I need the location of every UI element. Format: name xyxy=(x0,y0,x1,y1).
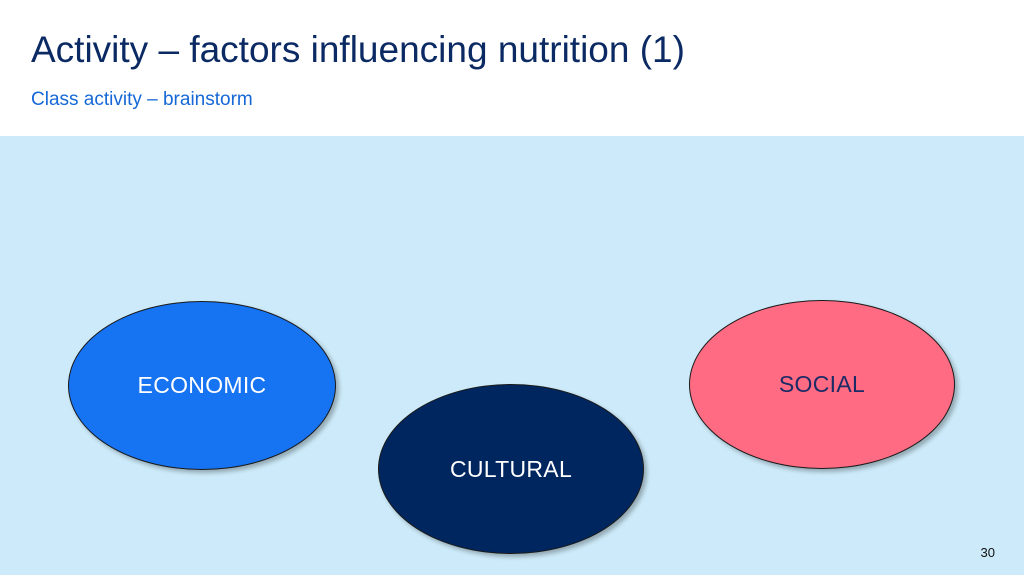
cultural-label: CULTURAL xyxy=(449,455,573,482)
cultural-oval: CULTURAL xyxy=(378,384,644,554)
slide-title: Activity – factors influencing nutrition… xyxy=(31,29,685,70)
economic-oval: ECONOMIC xyxy=(68,301,336,470)
page-number: 30 xyxy=(980,545,995,560)
slide-subtitle: Class activity – brainstorm xyxy=(31,89,253,110)
economic-label: ECONOMIC xyxy=(137,372,267,398)
social-oval: SOCIAL xyxy=(689,300,955,469)
social-label: SOCIAL xyxy=(778,371,866,397)
